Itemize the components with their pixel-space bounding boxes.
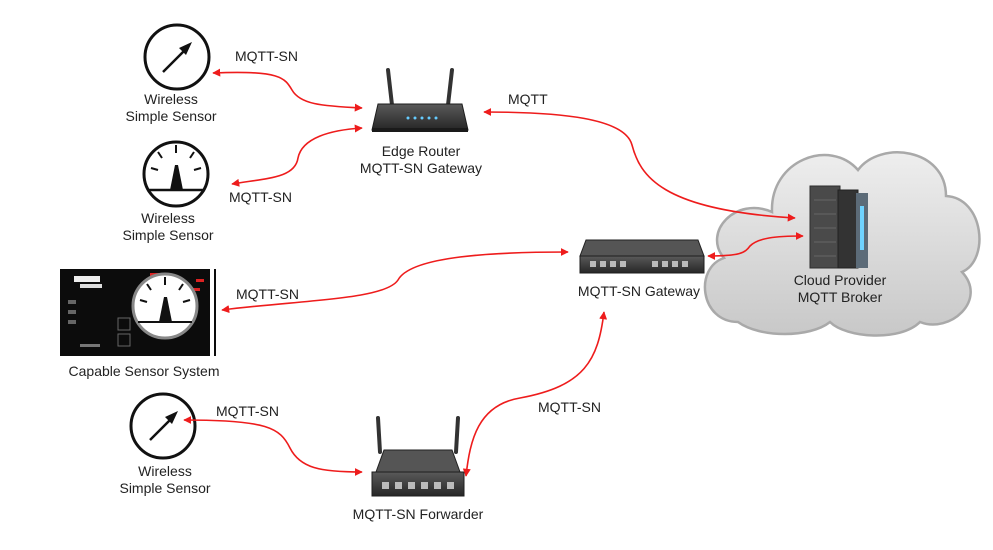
link-capable-gateway [221, 248, 569, 314]
link-label-sensor-mid-router: MQTT-SN [229, 189, 292, 205]
link-label-sensor-top-router: MQTT-SN [235, 48, 298, 64]
link-forwarder-gateway [462, 311, 608, 477]
sensor-top-label-line1: Wireless [144, 91, 198, 107]
capable-system-label: Capable Sensor System [68, 363, 220, 379]
forwarder-label: MQTT-SN Forwarder [352, 506, 484, 522]
sensor-bottom-label: Wireless Simple Sensor [119, 463, 210, 497]
edge-router-label: Edge Router MQTT-SN Gateway [360, 143, 482, 177]
cloud-label-line2: MQTT Broker [797, 289, 883, 305]
gateway-icon [579, 239, 705, 274]
capable-system-icon [60, 269, 216, 356]
link-label-forwarder-gateway: MQTT-SN [538, 399, 601, 415]
sensor-bottom-label-line1: Wireless [138, 463, 192, 479]
edge-router-icon [371, 68, 469, 132]
cloud-label-line1: Cloud Provider [793, 272, 887, 288]
link-sensor-mid-router [231, 124, 363, 187]
sensor-top-icon [143, 23, 211, 91]
sensor-mid-label-line2: Simple Sensor [122, 227, 214, 243]
sensor-bottom-label-line2: Simple Sensor [119, 480, 211, 496]
server-icon [809, 185, 868, 269]
link-router-cloud [483, 108, 796, 222]
cloud-label: Cloud Provider MQTT Broker [794, 272, 887, 306]
link-sensor-bottom-forwarder [183, 416, 363, 476]
forwarder-icon [371, 416, 465, 497]
edge-router-label-line2: MQTT-SN Gateway [359, 160, 483, 176]
sensor-top-label-line2: Simple Sensor [125, 108, 217, 124]
sensor-bottom-icon [129, 392, 197, 460]
link-gateway-cloud [707, 232, 804, 260]
link-sensor-top-router [212, 68, 363, 112]
link-label-sensor-bottom-forwarder: MQTT-SN [216, 403, 279, 419]
sensor-mid-icon [142, 140, 210, 208]
sensor-mid-label: Wireless Simple Sensor [122, 210, 213, 244]
sensor-top-label: Wireless Simple Sensor [125, 91, 216, 125]
link-label-router-cloud: MQTT [508, 91, 548, 107]
link-label-capable-gateway: MQTT-SN [236, 286, 299, 302]
edge-router-label-line1: Edge Router [381, 143, 461, 159]
sensor-mid-label-line1: Wireless [141, 210, 195, 226]
gateway-label: MQTT-SN Gateway [577, 283, 701, 299]
